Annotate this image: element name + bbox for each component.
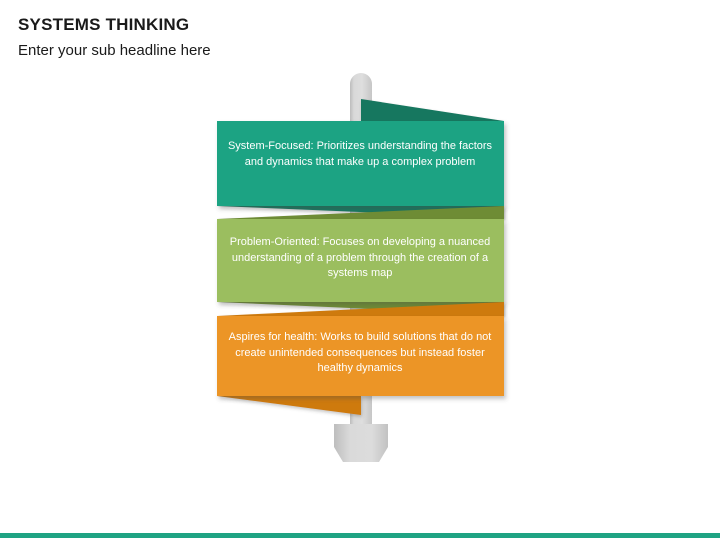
slide-header: SYSTEMS THINKING Enter your sub headline…: [18, 14, 678, 61]
footer-accent-bar: [0, 533, 720, 538]
banner-fold-top: [217, 206, 504, 219]
banner-fold-top: [217, 302, 504, 316]
banner-system-focused[interactable]: [217, 99, 504, 218]
banner-fold-bottom: [217, 396, 361, 415]
banner-body: [217, 121, 504, 206]
banner-body: [217, 219, 504, 302]
banner-label-aspires-health: Aspires for health: Works to build solut…: [228, 331, 492, 374]
banner-problem-oriented[interactable]: [217, 206, 504, 315]
banner-label-problem-oriented: Problem-Oriented: Focuses on developing …: [229, 236, 491, 279]
page-subtitle: Enter your sub headline here: [18, 42, 211, 59]
banner-aspires-health[interactable]: [217, 302, 504, 415]
banner-fold-top: [361, 99, 504, 121]
banner-body: [217, 316, 504, 396]
page-title: SYSTEMS THINKING: [18, 15, 190, 34]
banner-label-system-focused: System-Focused: Prioritizes understandin…: [227, 140, 493, 168]
